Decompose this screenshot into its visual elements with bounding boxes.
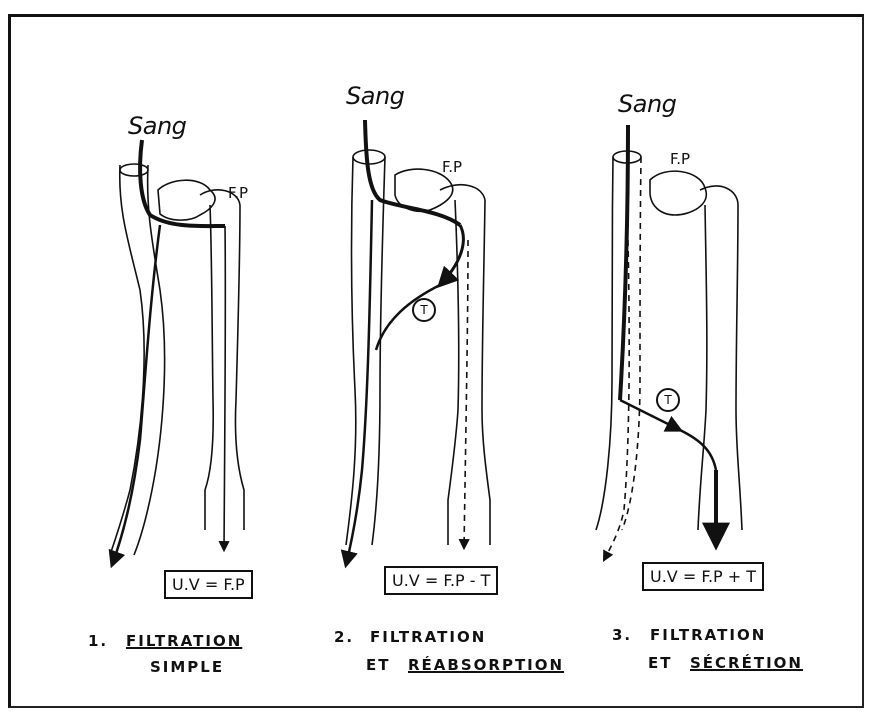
panel-3-tubule-wall-left: [698, 205, 707, 530]
panel-3-blood-label: Sang: [618, 90, 676, 118]
panel-2-filtrate-to-tubule: [440, 225, 463, 285]
panel-1-fp-label: F.P: [228, 184, 248, 202]
panel-3-fp-label: F.P: [670, 150, 690, 168]
panel-2-vessel-wall-outer: [346, 157, 356, 545]
panel-2-tubule-wall-right: [482, 200, 490, 545]
panel-2-caption-number: 2.: [334, 628, 354, 646]
panel-1-tubule-wall-right: [235, 205, 244, 530]
panel-3-transport-circle: T: [656, 388, 680, 412]
panel-1-caption-line1: FILTRATION: [126, 632, 242, 650]
panel-3-tubule-wall-right: [736, 205, 742, 530]
panel-1-diagram: [110, 140, 244, 565]
panel-3-diagram: [596, 125, 742, 560]
panel-2-caption-line1: FILTRATION: [370, 628, 486, 646]
panel-2-fp-label: F.P: [442, 158, 462, 176]
panel-3-formula-box: U.V = F.P + T: [642, 562, 764, 591]
panel-1-vessel-wall-inner: [134, 165, 165, 555]
panel-1-formula-box: U.V = F.P: [164, 570, 253, 599]
panel-3-tubule-outline: [650, 171, 706, 215]
panel-3-caption-line2: SÉCRÉTION: [690, 654, 803, 672]
panel-1-vessel-opening: [120, 164, 148, 176]
panel-1-tubule-outline: [158, 180, 215, 220]
panel-1-blood-label: Sang: [128, 112, 186, 140]
panel-1-vessel-wall-outer: [110, 165, 144, 555]
panel-2-tubule-top: [440, 185, 485, 200]
panel-2-filtrate-dashed: [464, 240, 468, 548]
panel-1-filtrate-arrow: [224, 226, 225, 550]
panel-1-caption-line2: SIMPLE: [150, 658, 224, 676]
panel-3-caption-line1: FILTRATION: [650, 626, 766, 644]
panel-3-blood-flow: [620, 125, 628, 400]
panel-2-tubule-wall-left: [448, 200, 459, 545]
panel-2-vessel-wall-inner: [372, 157, 385, 545]
panel-3-caption-number: 3.: [612, 626, 632, 644]
panel-1-caption-number: 1.: [88, 632, 108, 650]
panel-2-diagram: [346, 120, 490, 565]
panel-3-caption-prefix: ET: [648, 654, 672, 672]
panel-1-tubule-wall-left: [205, 205, 213, 530]
panel-2-caption-prefix: ET: [366, 656, 390, 674]
panel-3-vessel-wall-outer: [596, 157, 613, 530]
panel-2-caption-line2: RÉABSORPTION: [408, 656, 564, 674]
panel-1-blood-flow: [140, 140, 225, 226]
panel-3-secretion-to-tubule: [680, 430, 716, 470]
panel-2-formula-box: U.V = F.P - T: [384, 566, 498, 595]
panel-2-blood-label: Sang: [346, 82, 404, 110]
panel-2-transport-circle: T: [412, 298, 436, 322]
